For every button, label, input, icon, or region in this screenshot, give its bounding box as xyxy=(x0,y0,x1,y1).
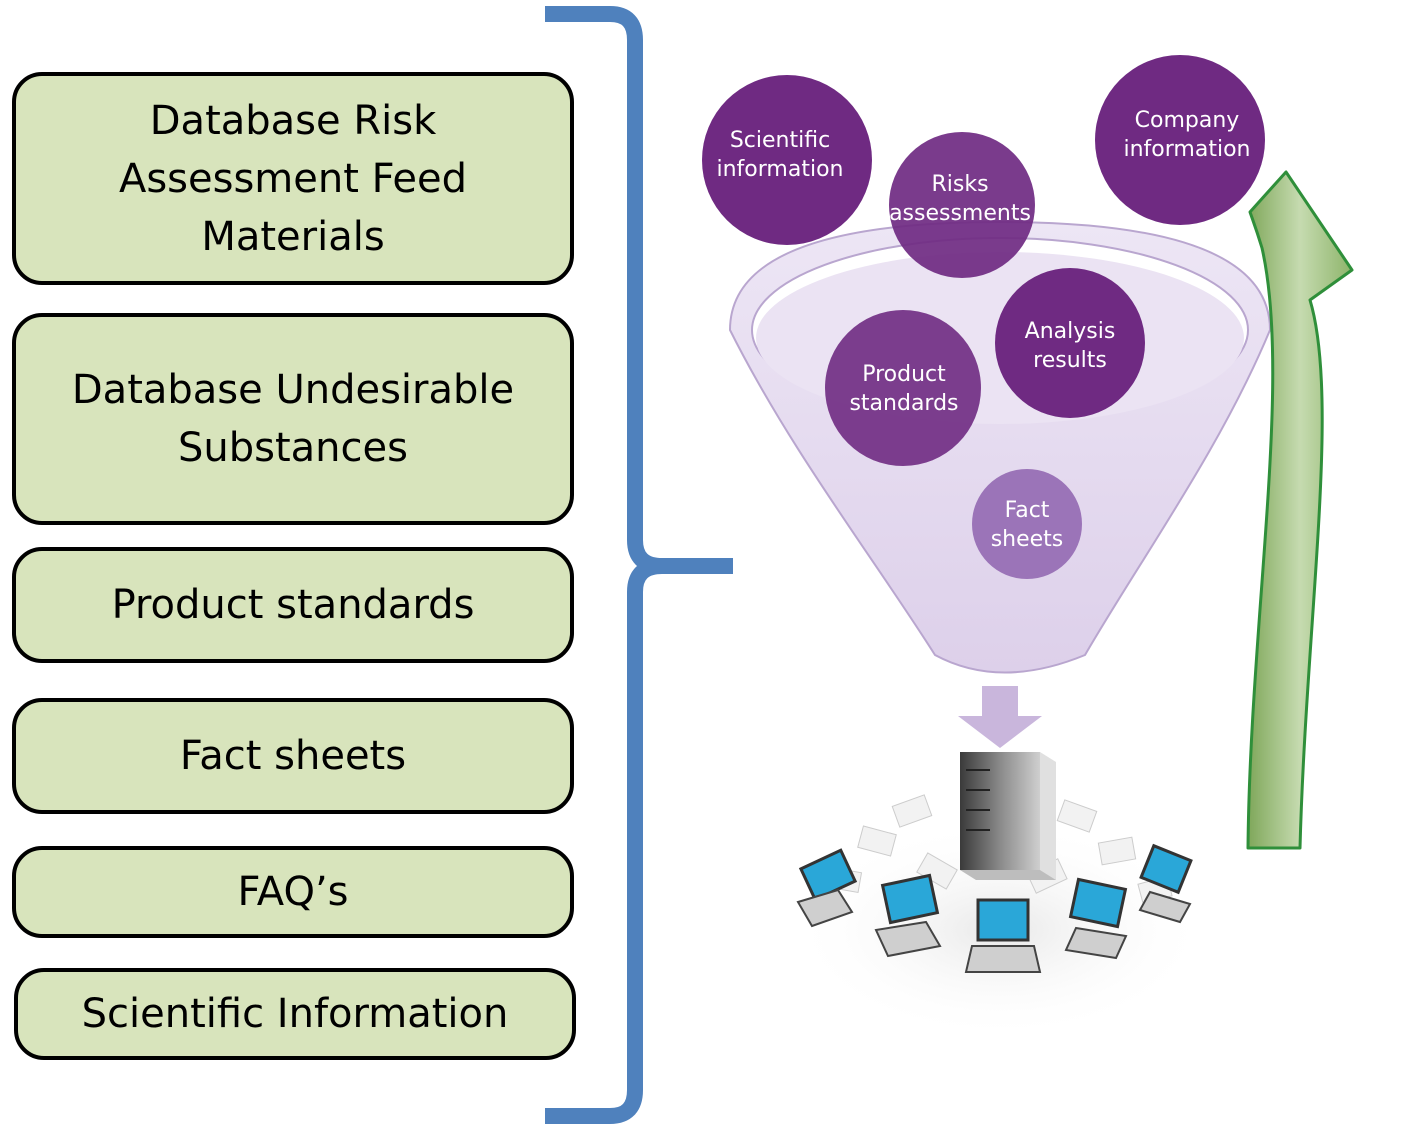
bubble-text: information xyxy=(717,157,844,182)
box-label: Scientific Information xyxy=(81,991,509,1037)
bubble-fact-sheets xyxy=(972,469,1082,579)
curved-arrow-body xyxy=(1246,170,1354,850)
box-product-standards: Product standards xyxy=(12,547,574,663)
bubble-product-standards xyxy=(825,310,981,466)
box-faq: FAQ’s xyxy=(12,846,574,938)
down-arrow-icon xyxy=(958,686,1042,748)
box-fact-sheets: Fact sheets xyxy=(12,698,574,814)
curly-brace-icon xyxy=(545,6,733,1124)
bubble-text: standards xyxy=(849,391,958,416)
bubble-text: Analysis xyxy=(1025,319,1116,344)
bubble-analysis-results xyxy=(995,268,1145,418)
box-scientific-information: Scientific Information xyxy=(14,968,576,1060)
bubble-risks-assessments xyxy=(889,132,1035,278)
box-risk-assessment-feed: Database Risk Assessment Feed Materials xyxy=(12,72,574,285)
bubble-company-information xyxy=(1095,55,1265,225)
box-label: Database Undesirable Substances xyxy=(71,367,515,471)
bubble-text: Product xyxy=(862,362,946,387)
bubble-scientific-information xyxy=(702,75,872,245)
box-label: Fact sheets xyxy=(179,733,407,779)
bubble-text: results xyxy=(1033,348,1107,373)
funnel-icon xyxy=(728,220,1272,674)
box-label: Database Risk Assessment Feed Materials xyxy=(118,97,468,260)
bubble-text: Risks xyxy=(931,172,988,197)
bubble-text: sheets xyxy=(991,527,1064,552)
bubble-text: Company xyxy=(1135,108,1240,133)
bubble-text: information xyxy=(1124,137,1251,162)
bubble-text: Fact xyxy=(1005,498,1050,523)
box-label: Product standards xyxy=(111,582,475,628)
bubble-text: Scientific xyxy=(730,128,830,153)
bubble-text: assessments xyxy=(889,201,1031,226)
box-undesirable-substances: Database Undesirable Substances xyxy=(12,313,574,525)
box-label: FAQ’s xyxy=(237,869,349,915)
server-network-icon xyxy=(790,752,1210,1040)
